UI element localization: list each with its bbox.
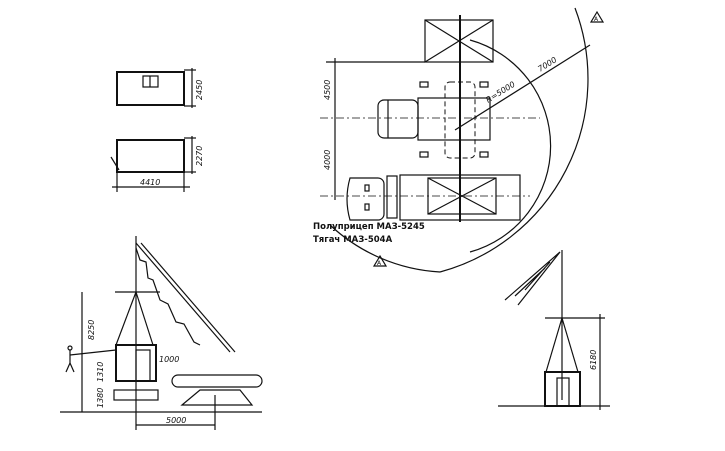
dim-height-bottom: 2270 [195,146,204,166]
svg-text:А: А [377,260,382,267]
dim-mid-height: 1310 [96,362,105,382]
dim-lift-height: 8250 [87,320,96,340]
dim-base-height: 1380 [96,388,105,408]
end-view: 6180 [498,250,610,410]
cabin-elevation-views: 2450 2270 4410 [110,68,204,192]
plan-view: R=5000 7000 4500 4000 Полуприцеп МАЗ-524… [313,7,605,273]
reach-label: 7000 [536,55,558,73]
dim-clearance: 1000 [159,355,179,364]
trailer-label: Полуприцеп МАЗ-5245 [313,222,425,232]
worker-figure-icon [65,345,117,373]
tractor-label: Тягач МАЗ-504А [313,235,393,245]
dim-upper: 4500 [323,80,332,100]
svg-text:А: А [594,16,599,23]
dim-end-lift-height: 6180 [589,350,598,370]
side-view: 8250 1380 1310 1000 5000 [60,236,263,430]
dim-lower: 4000 [323,150,332,170]
section-marker-icon: А [589,10,605,23]
dim-length: 4410 [140,178,160,187]
dim-offset: 5000 [166,416,186,425]
section-marker-icon: А [372,254,388,267]
dim-height-top: 2450 [195,80,204,100]
